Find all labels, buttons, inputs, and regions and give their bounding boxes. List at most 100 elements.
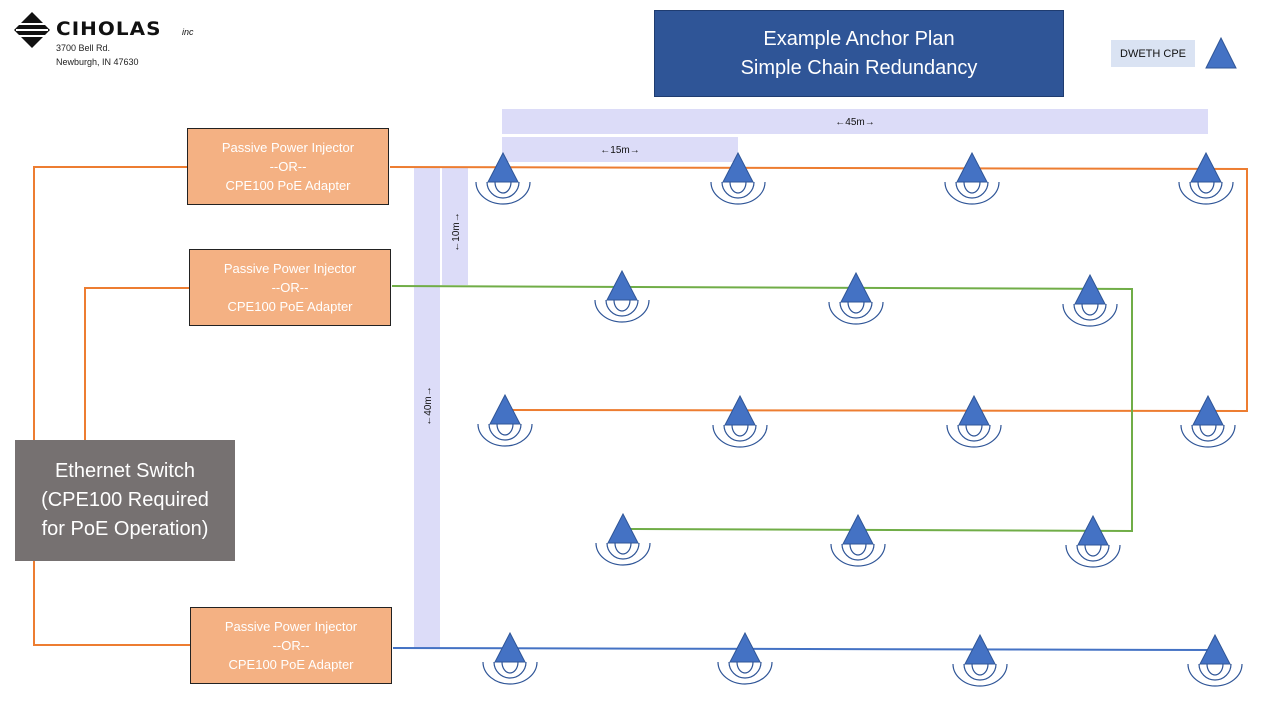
signal-arc-icon: [723, 424, 757, 442]
anchor-triangle-icon: [840, 271, 872, 303]
legend-label: DWETH CPE: [1111, 40, 1195, 67]
switch-line-2: (CPE100 Required: [41, 489, 209, 511]
anchor-triangle-icon: [494, 631, 526, 663]
signal-arc-icon: [839, 301, 873, 319]
signal-arc-icon: [717, 661, 773, 685]
anchor-cpe-7: [1062, 273, 1118, 327]
signal-arc-icon: [614, 542, 632, 555]
switch-line-3: for PoE Operation): [41, 518, 209, 540]
signal-arc-icon: [1084, 544, 1102, 557]
signal-arc-icon: [847, 301, 865, 314]
dimension-label-10m: ←10m→: [451, 212, 462, 251]
signal-arc-icon: [712, 424, 768, 448]
signal-arc-icon: [1191, 424, 1225, 442]
diagram-title: Example Anchor Plan Simple Chain Redunda…: [654, 10, 1064, 97]
signal-arc-icon: [963, 181, 981, 194]
anchor-cpe-13: [830, 513, 886, 567]
company-logo: CIHOLAS inc 3700 Bell Rd. Newburgh, IN 4…: [12, 10, 212, 70]
anchor-triangle-icon: [842, 513, 874, 545]
signal-arc-icon: [494, 181, 512, 194]
signal-arc-icon: [955, 181, 989, 199]
signal-arc-icon: [493, 661, 527, 679]
injector-1: Passive Power Injector --OR-- CPE100 PoE…: [187, 128, 389, 205]
injector-2-line-2: --OR--: [271, 280, 309, 295]
signal-arc-icon: [606, 542, 640, 560]
signal-arc-icon: [965, 424, 983, 437]
anchor-cpe-15: [482, 631, 538, 685]
anchor-triangle-icon: [1199, 633, 1231, 665]
injector-3-line-3: CPE100 PoE Adapter: [228, 657, 354, 672]
anchor-cpe-3: [944, 151, 1000, 205]
signal-arc-icon: [613, 299, 631, 312]
link-switch-injector-1: [33, 166, 188, 440]
signal-arc-icon: [1198, 663, 1232, 681]
switch-line-1: Ethernet Switch: [54, 460, 196, 482]
signal-arc-icon: [482, 661, 538, 685]
signal-arc-icon: [1065, 544, 1121, 568]
anchor-cpe-17: [952, 633, 1008, 687]
anchor-cpe-16: [717, 631, 773, 685]
signal-arc-icon: [1062, 303, 1118, 327]
signal-arc-icon: [1180, 424, 1236, 448]
anchor-cpe-2: [710, 151, 766, 205]
dimension-label-45m: ←45m→: [835, 117, 874, 128]
signal-arc-icon: [496, 423, 514, 436]
signal-arc-icon: [501, 661, 519, 674]
injector-3: Passive Power Injector --OR-- CPE100 PoE…: [190, 607, 392, 684]
injector-2-line-3: CPE100 PoE Adapter: [227, 299, 353, 314]
chain-blue: [392, 647, 1216, 651]
anchor-triangle-icon: [489, 393, 521, 425]
anchor-triangle-icon: [956, 151, 988, 183]
dimension-band-45m: [502, 109, 1208, 134]
injector-1-line-1: Passive Power Injector: [221, 140, 355, 155]
anchor-triangle-icon: [607, 512, 639, 544]
anchor-cpe-11: [1180, 394, 1236, 448]
company-name: CIHOLAS: [56, 18, 162, 40]
signal-arc-icon: [1199, 424, 1217, 437]
dimension-band-15m: [502, 137, 738, 162]
signal-arc-icon: [971, 663, 989, 676]
address-line-1: 3700 Bell Rd.: [56, 43, 111, 53]
signal-arc-icon: [830, 543, 886, 567]
dimension-band-40m: [414, 168, 440, 648]
signal-arc-icon: [957, 424, 991, 442]
signal-arc-icon: [1206, 663, 1224, 676]
signal-arc-icon: [729, 181, 747, 194]
chain-orange: [389, 166, 1248, 413]
anchor-triangle-icon: [964, 633, 996, 665]
link-switch-injector-2: [84, 287, 190, 440]
anchor-triangle-icon: [729, 631, 761, 663]
signal-arc-icon: [594, 299, 650, 323]
anchor-triangle-icon: [1074, 273, 1106, 305]
injector-2: Passive Power Injector --OR-- CPE100 PoE…: [189, 249, 391, 326]
signal-arc-icon: [731, 424, 749, 437]
anchor-cpe-9: [712, 394, 768, 448]
signal-arc-icon: [1073, 303, 1107, 321]
signal-arc-icon: [946, 424, 1002, 448]
title-line-1: Example Anchor Plan: [763, 27, 955, 50]
chain-green: [391, 285, 1133, 533]
signal-arc-icon: [1187, 663, 1243, 687]
dimension-band-10m: [442, 168, 468, 285]
signal-arc-icon: [1081, 303, 1099, 316]
signal-arc-icon: [475, 181, 531, 205]
injector-1-line-2: --OR--: [269, 159, 307, 174]
anchor-cpe-1: [475, 151, 531, 205]
signal-arc-icon: [1178, 181, 1234, 205]
link-switch-injector-3: [33, 561, 190, 646]
injector-3-line-1: Passive Power Injector: [224, 619, 358, 634]
injector-3-line-2: --OR--: [272, 638, 310, 653]
anchor-cpe-12: [595, 512, 651, 566]
signal-arc-icon: [849, 543, 867, 556]
ciholas-logo-icon: [14, 12, 50, 48]
anchor-triangle-icon: [487, 151, 519, 183]
legend-triangle-icon: [1205, 36, 1237, 69]
signal-arc-icon: [963, 663, 997, 681]
anchor-cpe-18: [1187, 633, 1243, 687]
signal-arc-icon: [477, 423, 533, 447]
anchor-cpe-6: [828, 271, 884, 325]
anchor-cpe-10: [946, 394, 1002, 448]
address-line-2: Newburgh, IN 47630: [56, 57, 139, 67]
signal-arc-icon: [828, 301, 884, 325]
